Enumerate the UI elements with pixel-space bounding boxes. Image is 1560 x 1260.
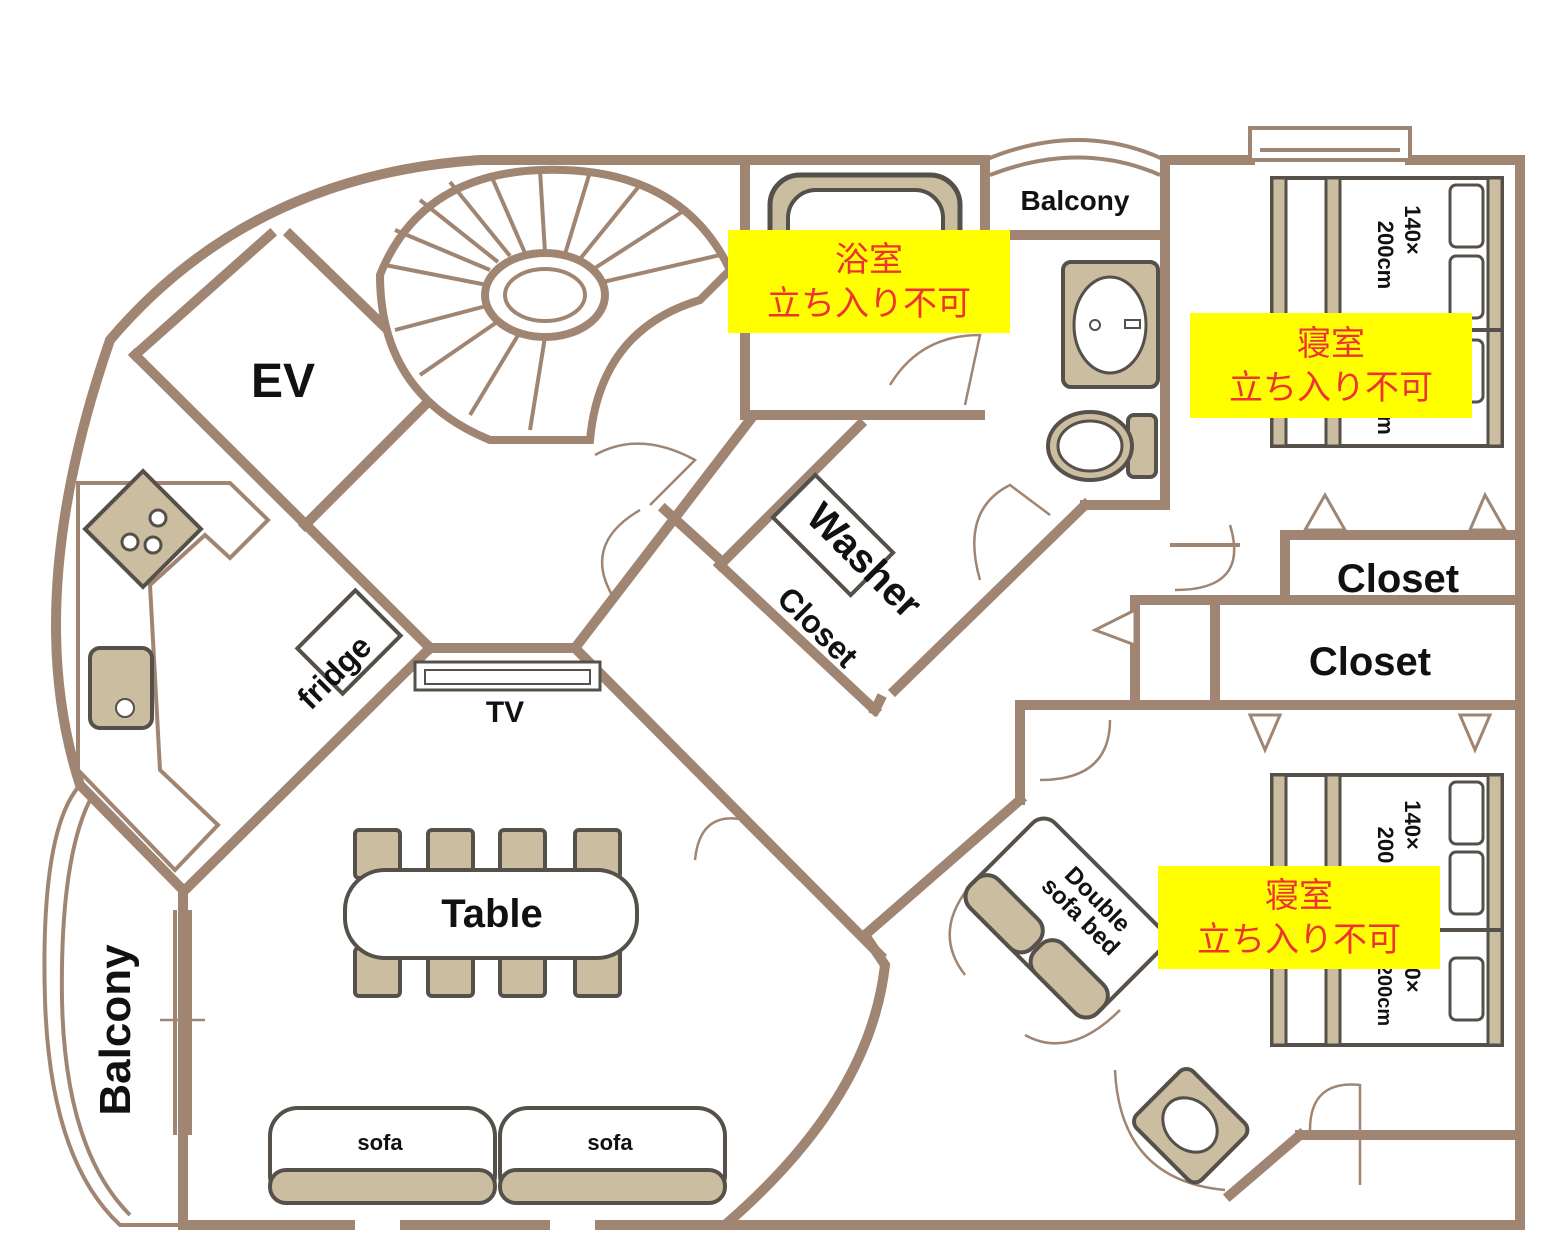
notice-bedroom-bottom-title: 寝室 — [1265, 876, 1333, 916]
bed-lower-b-size-1: 0× — [1400, 967, 1425, 992]
ev-label: EV — [251, 355, 315, 408]
tv-icon — [413, 660, 602, 692]
bed-lower-a-size-1: 140× — [1400, 800, 1425, 850]
kitchen-sink-icon — [88, 646, 154, 730]
notice-bedroom-top: 寝室 立ち入り不可 — [1190, 313, 1472, 418]
bedroom-washbasin-icon — [1132, 1067, 1250, 1185]
sofas — [268, 1106, 727, 1205]
fridge-icon — [294, 587, 404, 697]
dining-table — [343, 828, 639, 998]
closet-lower-label: Closet — [1309, 640, 1431, 684]
outer-walls — [42, 126, 1525, 1230]
bed-lower-a-size-2: 200 — [1373, 827, 1398, 864]
double-sofa-bed — [963, 816, 1167, 1020]
doors — [329, 333, 1508, 1192]
sofa-1-label: sofa — [357, 1130, 403, 1155]
notice-bathroom-title: 浴室 — [835, 240, 903, 280]
notice-bedroom-bottom: 寝室 立ち入り不可 — [1158, 866, 1440, 969]
notice-bathroom: 浴室 立ち入り不可 — [728, 230, 1010, 333]
bed-lower-b-size-2: 200cm — [1373, 964, 1395, 1026]
balcony-top-label: Balcony — [1021, 185, 1130, 216]
notice-bedroom-top-text: 立ち入り不可 — [1229, 368, 1433, 408]
notice-bedroom-bottom-text: 立ち入り不可 — [1197, 920, 1401, 960]
notice-bathroom-text: 立ち入り不可 — [767, 284, 971, 324]
bed-top-size-partial: m — [1373, 415, 1398, 435]
sofa-2-label: sofa — [587, 1130, 633, 1155]
notice-bedroom-top-title: 寝室 — [1297, 324, 1365, 364]
spiral-staircase — [375, 165, 735, 444]
washer-icon — [770, 472, 896, 598]
balcony-left-label: Balcony — [91, 944, 140, 1116]
bed-top-size-1: 140× — [1400, 205, 1425, 255]
bed-top-size-2: 200cm — [1373, 221, 1398, 290]
interior-walls — [127, 155, 1525, 1203]
table-label: Table — [441, 892, 543, 936]
tv-label: TV — [486, 696, 524, 729]
closet-upper-label: Closet — [1337, 557, 1459, 601]
kitchen-counter — [76, 468, 404, 873]
